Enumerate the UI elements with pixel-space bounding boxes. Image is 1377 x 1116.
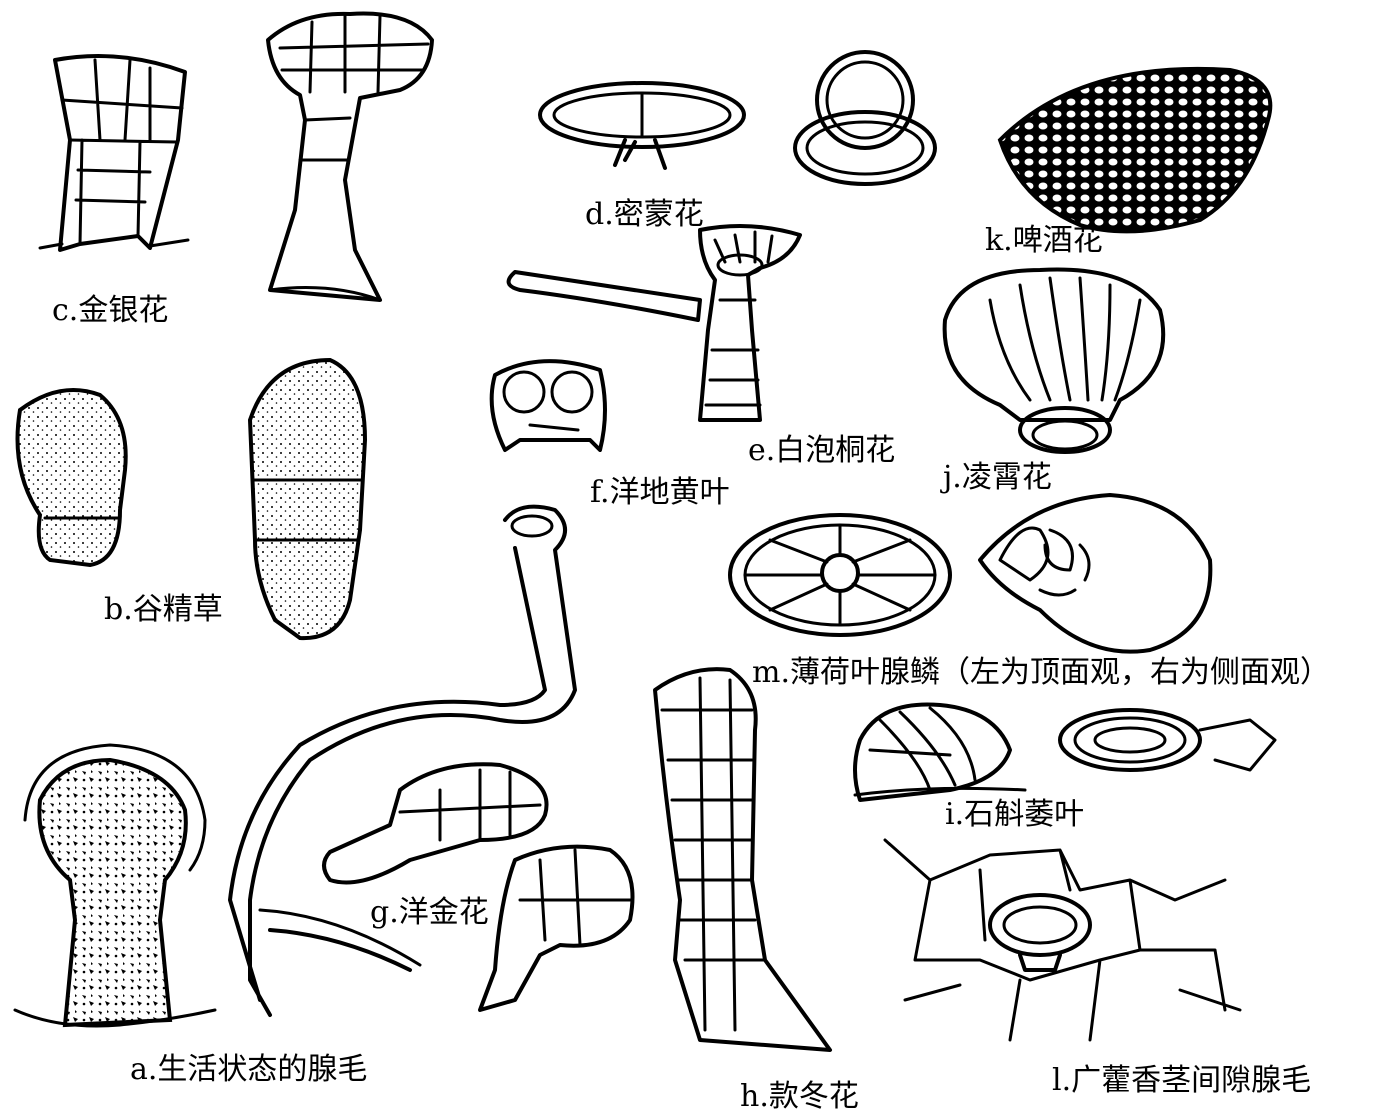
- label-d: d.密蒙花: [585, 197, 704, 232]
- figure-g-club-hairs: [322, 762, 635, 1012]
- figure-a: [13, 743, 217, 1028]
- label-i: i.石斛萎叶: [945, 797, 1085, 832]
- figure-c-left-hair: [38, 54, 190, 252]
- figure-e: [506, 224, 802, 422]
- label-c: c.金银花: [52, 293, 169, 328]
- figure-j: [942, 267, 1166, 454]
- label-g: g.洋金花: [370, 895, 489, 930]
- figure-i: [853, 702, 1277, 802]
- label-b: b.谷精草: [104, 592, 223, 627]
- figure-b-left: [15, 388, 128, 568]
- label-f: f.洋地黄叶: [590, 475, 730, 510]
- label-k: k.啤酒花: [985, 223, 1103, 258]
- figure-f: [489, 359, 607, 452]
- figure-k: [997, 66, 1273, 234]
- figure-d: [538, 50, 937, 186]
- figure-m-top-view: [728, 513, 952, 637]
- label-e: e.白泡桐花: [748, 433, 896, 468]
- label-h: h.款冬花: [740, 1079, 859, 1114]
- figure-h: [653, 667, 832, 1052]
- label-m: m.薄荷叶腺鳞（左为顶面观，右为侧面观）: [752, 655, 1330, 690]
- figure-c-right-hair: [266, 11, 434, 302]
- figure-b-right: [247, 357, 368, 641]
- label-j: j.凌霄花: [943, 460, 1052, 495]
- figure-m-side-view: [978, 493, 1213, 654]
- figure-g-long-hair: [228, 504, 577, 1017]
- label-l: l.广藿香茎间隙腺毛: [1052, 1063, 1312, 1098]
- figure-l: [883, 838, 1242, 1042]
- label-a: a.生活状态的腺毛: [130, 1052, 368, 1087]
